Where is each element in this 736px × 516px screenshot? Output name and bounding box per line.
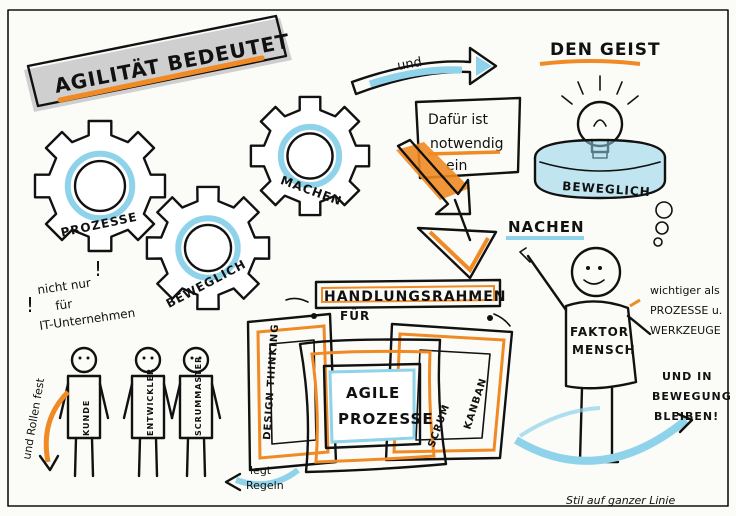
und-arrow-label: und [396, 55, 423, 74]
people-group: KUNDE ENTWICKLER SCRUMMASTER [58, 346, 222, 478]
note-line-1: Dafür ist [428, 112, 489, 128]
person-2: ENTWICKLER [122, 346, 174, 478]
spirit-title: DEN GEIST [550, 40, 661, 60]
person-move-line-1: UND IN [662, 370, 712, 383]
person-shirt-line-2: MENSCH [572, 343, 636, 357]
person-label: SCRUMMASTER [194, 356, 203, 436]
person-move-line-3: BLEIBEN! [654, 410, 719, 423]
exclamation-icon: ! [94, 257, 102, 281]
person-move-line-2: BEWEGUNG [652, 390, 732, 403]
roles-label: und Rollen fest [20, 377, 47, 461]
framework-title: HANDLUNGSRAHMEN [324, 289, 507, 305]
person-note-line-3: WERKZEUGE [650, 324, 721, 337]
left-note: ! ! nicht nur für IT-Unternehmen [26, 257, 136, 333]
spirit-ring: BEWEGLICH [533, 138, 667, 200]
big-down-arrow [396, 138, 498, 280]
person-head [570, 246, 622, 298]
framework-arrow-label-line-2: Regeln [246, 479, 284, 492]
framework-section: HANDLUNGSRAHMEN FÜR DESIGN THINKING KANB… [224, 278, 514, 492]
gear-1: PROZESSE [33, 119, 167, 253]
gear-3: MACHEN [249, 95, 371, 217]
und-arrow: und [350, 46, 498, 96]
left-note-line-2: für [54, 297, 73, 313]
person-3: SCRUMMASTER [170, 346, 222, 478]
person-shirt-line-1: FAKTOR [570, 325, 629, 339]
note-line-2: notwendig [430, 136, 504, 152]
thought-bubble [655, 201, 673, 219]
title-banner: AGILITÄT BEDEUTET [24, 14, 292, 112]
gear-2: BEWEGLICH [145, 185, 271, 311]
exclamation-icon: ! [26, 293, 34, 317]
lightbulb-rays [561, 75, 639, 105]
design-thinking-label: DESIGN THINKING [262, 323, 281, 440]
person-shirt [564, 300, 638, 390]
person-label: ENTWICKLER [146, 368, 155, 436]
faktor-mensch-person: FAKTOR MENSCH wichtiger als PROZESSE u. … [513, 246, 732, 465]
framework-arrow-label-line-1: legt [250, 464, 272, 477]
thought-bubble [653, 237, 663, 247]
person-note-line-2: PROZESSE u. [650, 304, 722, 317]
nachen-label: NACHEN [508, 218, 585, 236]
person-note-line-1: wichtiger als [650, 284, 720, 297]
person-label: KUNDE [82, 400, 91, 436]
spirit-ring-label: BEWEGLICH [562, 179, 651, 199]
framework-subtitle: FÜR [340, 308, 370, 323]
left-note-line-1: nicht nur [36, 276, 91, 297]
person-1: KUNDE [58, 346, 110, 478]
note-section: Dafür ist notwendig ein NACHEN [396, 96, 585, 280]
spirit-section: DEN GEIST BEWEGLICH [533, 40, 673, 247]
framework-center-line-1: AGILE [346, 384, 400, 402]
thought-bubble [655, 221, 669, 235]
left-note-line-3: IT-Unternehmen [38, 306, 136, 333]
signature: Stil auf ganzer Linie [566, 494, 675, 507]
framework-center-line-2: PROZESSE [338, 410, 434, 428]
page-frame [7, 9, 729, 507]
roles-section: und Rollen fest [20, 377, 70, 472]
